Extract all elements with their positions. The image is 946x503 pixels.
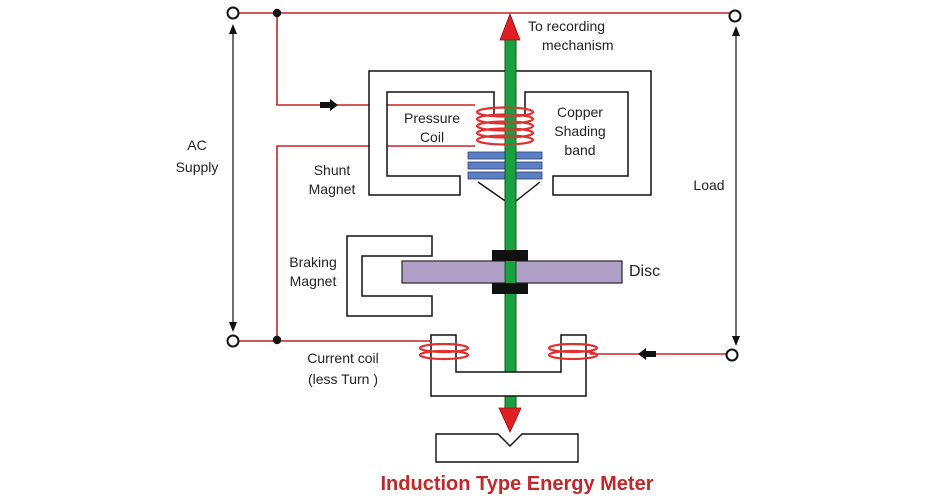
ac-supply-label-line2: Supply	[176, 159, 219, 175]
disc-label: Disc	[629, 263, 660, 280]
arrow-up-icon	[499, 12, 521, 41]
hub	[492, 250, 528, 294]
terminal-bottom-right	[725, 348, 739, 362]
terminal-top-left	[226, 6, 240, 20]
braking-magnet-label-line2: Magnet	[290, 273, 337, 289]
junction-dot-bottom	[272, 335, 282, 345]
arrow-right-icon	[320, 99, 338, 111]
pressure-coil-label-line2: Coil	[420, 129, 444, 145]
braking-magnet-label-line1: Braking	[289, 254, 336, 270]
terminal-bottom-left	[226, 334, 240, 348]
copper-band-label-line2: Shading	[554, 123, 605, 139]
gear-block	[435, 433, 579, 463]
junction-dot-top	[272, 8, 282, 18]
diagram-title: Induction Type Energy Meter	[381, 473, 654, 495]
copper-band-label-line3: band	[564, 142, 595, 158]
pressure-coil	[475, 106, 535, 146]
braking-magnet	[346, 235, 433, 317]
shunt-magnet-label-line2: Magnet	[309, 181, 356, 197]
terminal-top-right	[728, 9, 742, 23]
copper-band-label-line1: Copper	[557, 104, 603, 120]
supply-wiring	[238, 12, 734, 355]
recording-label-line1: To recording	[528, 18, 605, 34]
current-coil-right	[547, 342, 599, 361]
current-coil-label-line2: (less Turn )	[308, 371, 378, 387]
current-coil-left	[418, 342, 470, 361]
recording-label-line2: mechanism	[542, 37, 614, 53]
current-electromagnet	[430, 334, 587, 397]
arrow-down-icon	[498, 407, 522, 433]
ac-supply-label-line1: AC	[187, 137, 206, 153]
arrow-left-icon	[638, 348, 656, 360]
ac-supply-dimension	[229, 24, 237, 332]
spindle	[504, 37, 517, 421]
pressure-coil-label-line1: Pressure	[404, 110, 460, 126]
load-label: Load	[693, 177, 724, 193]
current-coil-label-line1: Current coil	[307, 350, 379, 366]
load-dimension	[732, 26, 740, 346]
shunt-magnet-label-line1: Shunt	[314, 162, 351, 178]
